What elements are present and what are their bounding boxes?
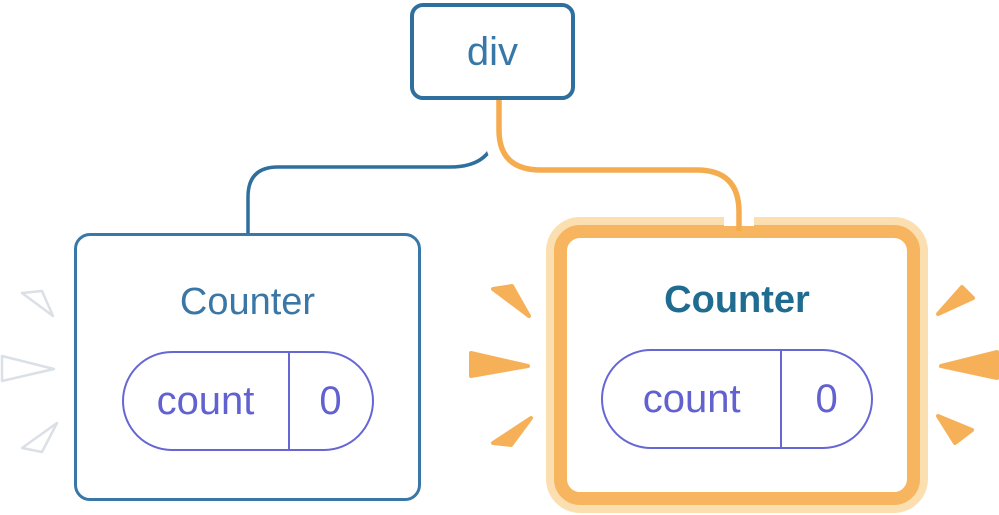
pill-divider (287, 353, 290, 449)
spark-icon (469, 351, 530, 378)
root-node-div: div (410, 3, 575, 100)
state-pill: count 0 (121, 351, 374, 451)
right-spark-burst-right (936, 285, 999, 445)
edge-root-to-right-counter (496, 96, 742, 231)
edge-casing (484, 96, 754, 226)
spark-icon (936, 414, 974, 445)
component-title: Counter (664, 279, 810, 321)
spark-icon (491, 284, 531, 318)
spark-icon (936, 285, 975, 316)
state-key-label: count (156, 379, 255, 423)
component-title: Counter (179, 281, 316, 323)
state-value: 0 (319, 379, 342, 423)
left-spark-burst (0, 289, 59, 454)
counter-card-right-highlighted: Counter count 0 (554, 225, 920, 505)
spark-icon (20, 421, 59, 454)
state-pill: count 0 (601, 349, 873, 449)
pill-divider (780, 351, 783, 447)
state-value: 0 (815, 377, 838, 421)
spark-icon (20, 289, 55, 318)
right-spark-burst-left (469, 284, 533, 447)
spark-icon (939, 350, 999, 380)
state-key-label: count (642, 377, 741, 421)
spark-icon (491, 416, 533, 447)
root-node-label: div (466, 29, 519, 74)
counter-card-left: Counter count 0 (74, 233, 421, 501)
spark-icon (0, 354, 56, 383)
